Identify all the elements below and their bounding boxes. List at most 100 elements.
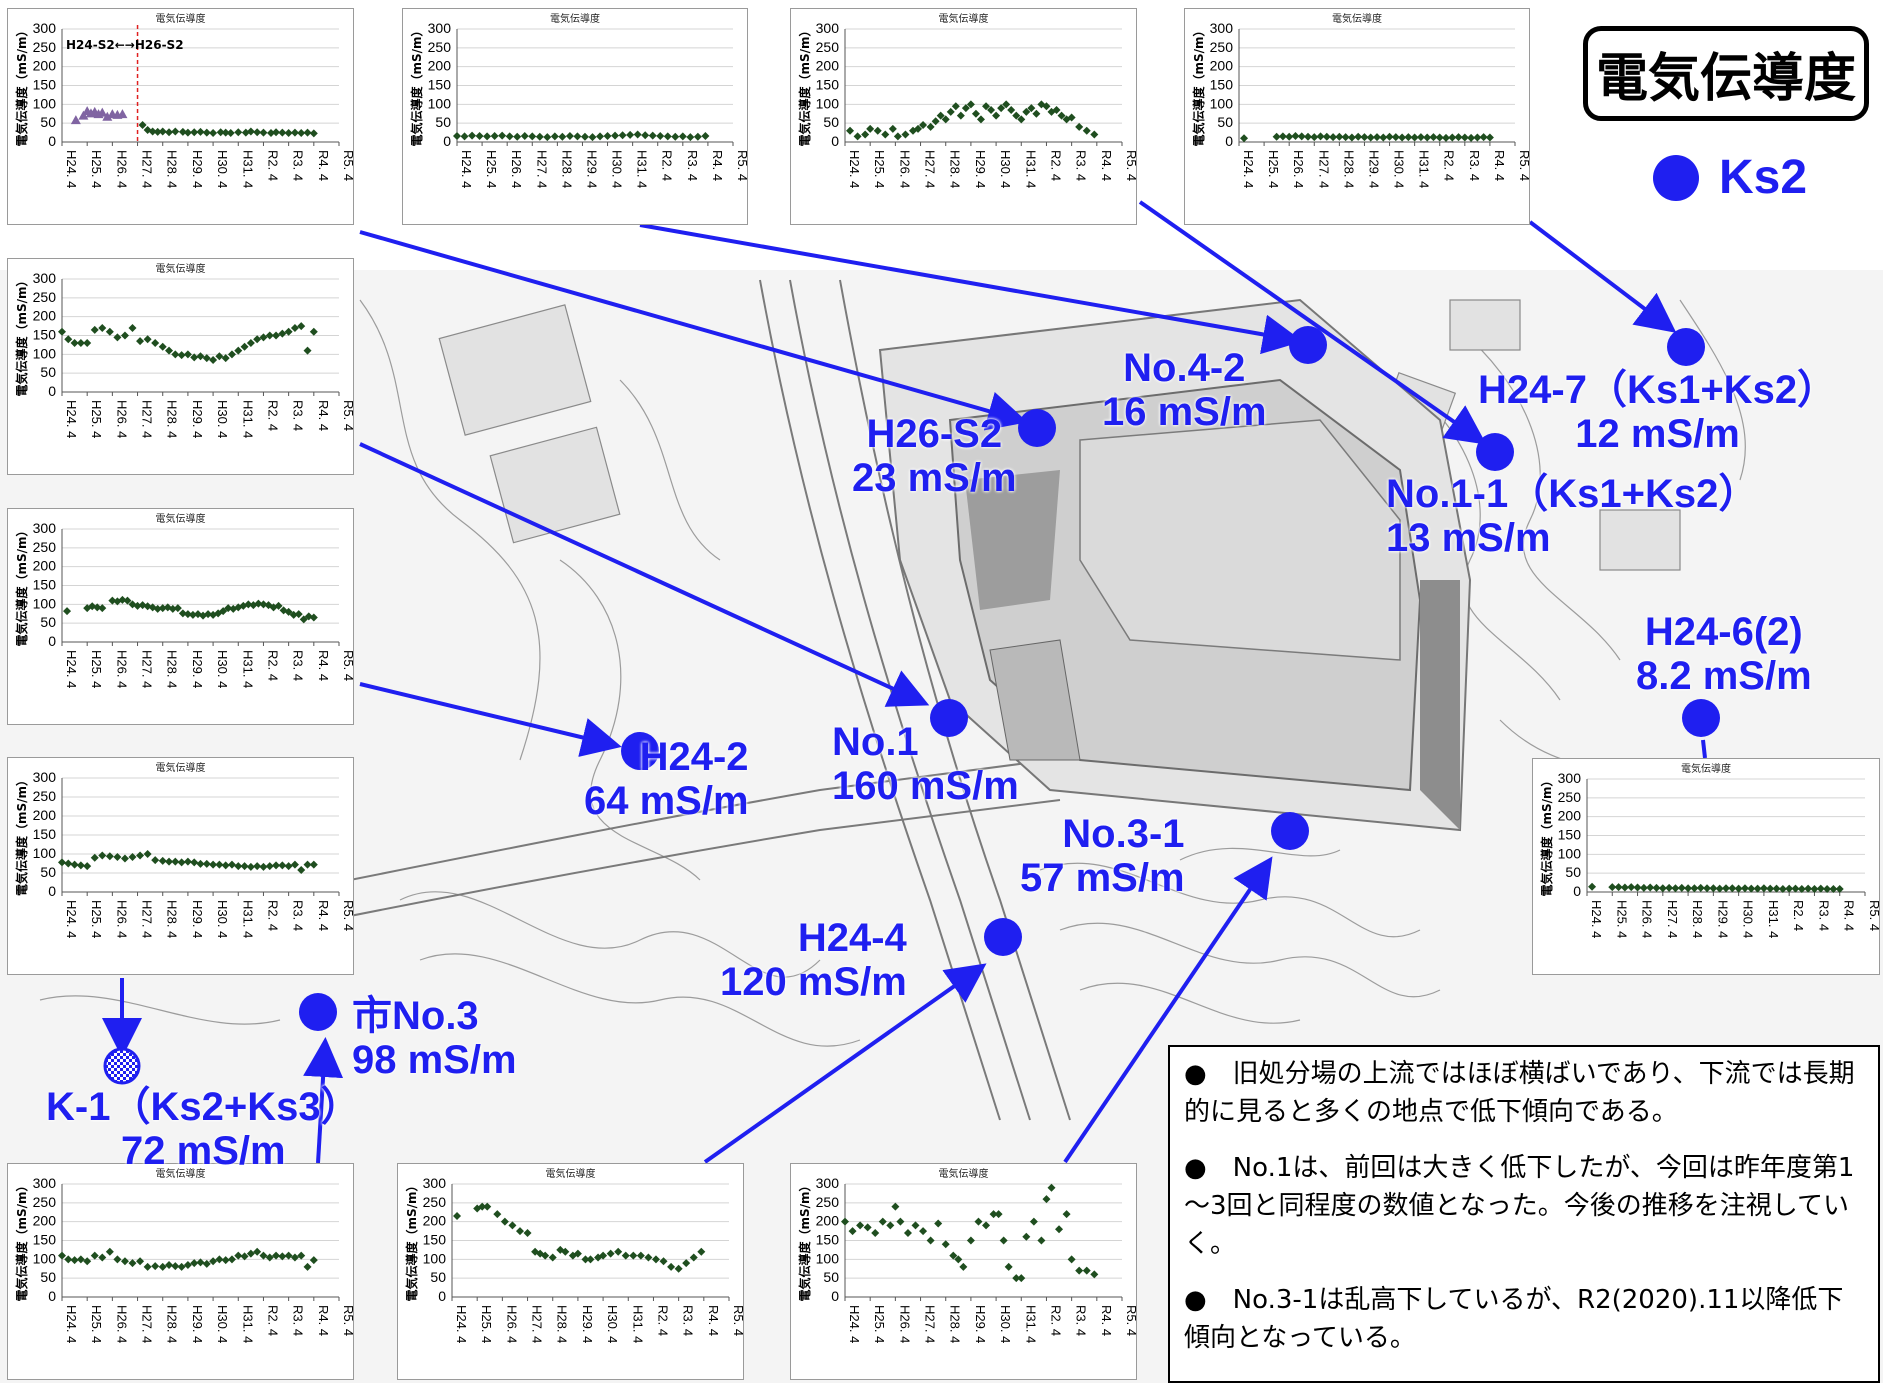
marker-h244[interactable]	[984, 918, 1022, 956]
y-tick-label: 200	[423, 1213, 447, 1229]
data-point	[151, 339, 160, 348]
marker-no42[interactable]	[1289, 326, 1327, 364]
data-point	[272, 128, 281, 137]
y-tick-label: 100	[816, 95, 840, 111]
x-tick-label: H31. 4	[240, 650, 255, 688]
x-tick-label: R3. 4	[1074, 1305, 1089, 1336]
y-tick-label: 100	[33, 1250, 57, 1266]
x-tick-label: H28. 4	[948, 150, 963, 188]
y-tick-label: 300	[1558, 770, 1582, 786]
marker-k1[interactable]	[103, 1047, 141, 1085]
site-name: H24-4	[797, 916, 907, 960]
data-point	[136, 851, 145, 860]
data-point	[278, 861, 287, 870]
data-point	[856, 1221, 865, 1230]
x-tick-label: R4. 4	[316, 900, 331, 931]
marker-no1[interactable]	[930, 699, 968, 737]
data-point	[1090, 130, 1099, 139]
data-point	[98, 1253, 107, 1262]
data-point	[568, 1251, 577, 1260]
data-point	[976, 115, 985, 124]
data-point	[1639, 883, 1648, 892]
x-tick-label: R2. 4	[1442, 150, 1457, 181]
data-point	[221, 128, 230, 137]
marker-no11[interactable]	[1476, 433, 1514, 471]
data-point	[531, 1247, 540, 1256]
data-point	[284, 1251, 293, 1260]
data-point	[1829, 884, 1838, 893]
data-point	[1391, 133, 1400, 142]
data-point	[148, 127, 157, 136]
x-tick-label: R4. 4	[1099, 1305, 1114, 1336]
marker-h242[interactable]	[621, 732, 659, 770]
data-point	[1677, 883, 1686, 892]
data-point	[1810, 884, 1819, 893]
data-point	[1467, 133, 1476, 142]
data-point	[153, 127, 162, 136]
data-point	[165, 346, 174, 355]
data-point	[1429, 133, 1438, 142]
marker-shi3[interactable]	[299, 993, 337, 1031]
marker-h26s2[interactable]	[1018, 409, 1056, 447]
marker-no31[interactable]	[1271, 812, 1309, 850]
site-name: No.1-1（Ks1+Ks2）	[1386, 472, 1759, 516]
data-point	[120, 331, 129, 340]
data-point	[1398, 133, 1407, 142]
y-axis-label: 電気伝導度（mS/m）	[409, 24, 424, 146]
data-point	[1753, 884, 1762, 893]
legend-dot-icon	[1653, 154, 1699, 201]
data-point	[173, 604, 182, 613]
y-tick-label: 200	[33, 308, 57, 324]
data-point	[163, 603, 172, 612]
data-point	[1410, 133, 1419, 142]
data-point	[841, 1217, 849, 1226]
x-tick-label: H31. 4	[240, 150, 255, 188]
x-tick-label: H24. 4	[454, 1305, 469, 1343]
data-point	[586, 1255, 595, 1264]
data-point	[158, 342, 167, 351]
y-tick-label: 300	[33, 520, 57, 536]
data-point	[1416, 133, 1425, 142]
data-point	[1047, 107, 1056, 116]
y-tick-label: 50	[40, 114, 56, 130]
data-point	[272, 1251, 281, 1260]
x-tick-label: R4. 4	[316, 1305, 331, 1336]
x-tick-label: H25. 4	[872, 1305, 887, 1343]
site-name: H24-7（Ks1+Ks2）	[1478, 368, 1838, 412]
data-point	[558, 132, 567, 141]
data-point	[215, 1255, 224, 1264]
data-point	[949, 1251, 958, 1260]
data-point	[893, 132, 902, 141]
x-tick-label: H29. 4	[190, 650, 205, 688]
y-tick-label: 200	[33, 807, 57, 823]
site-name: No.4-2	[1123, 346, 1246, 390]
data-point	[1022, 1232, 1031, 1241]
data-point	[599, 1251, 608, 1260]
x-tick-label: H29. 4	[190, 1305, 205, 1343]
marker-h247[interactable]	[1667, 328, 1705, 366]
data-point	[483, 1202, 492, 1211]
data-point	[1004, 1262, 1013, 1271]
data-point	[309, 613, 318, 622]
x-tick-label: R2. 4	[265, 900, 280, 931]
data-point	[982, 1221, 991, 1230]
chart-title: 電気伝導度	[939, 12, 989, 25]
site-label-h2462: H24-6(2) 8.2 mS/m	[1636, 610, 1812, 698]
data-point	[234, 1251, 243, 1260]
data-point	[64, 335, 73, 344]
y-tick-label: 250	[33, 1194, 57, 1210]
x-tick-label: R2. 4	[265, 150, 280, 181]
connector-lines	[102, 200, 1707, 1164]
data-point	[183, 610, 192, 619]
data-point	[971, 109, 980, 118]
marker-h2462[interactable]	[1682, 699, 1720, 737]
data-point	[697, 1247, 706, 1256]
data-point	[1816, 884, 1825, 893]
x-tick-label: H31. 4	[1023, 1305, 1038, 1343]
chart-title: 電気伝導度	[1332, 12, 1382, 25]
